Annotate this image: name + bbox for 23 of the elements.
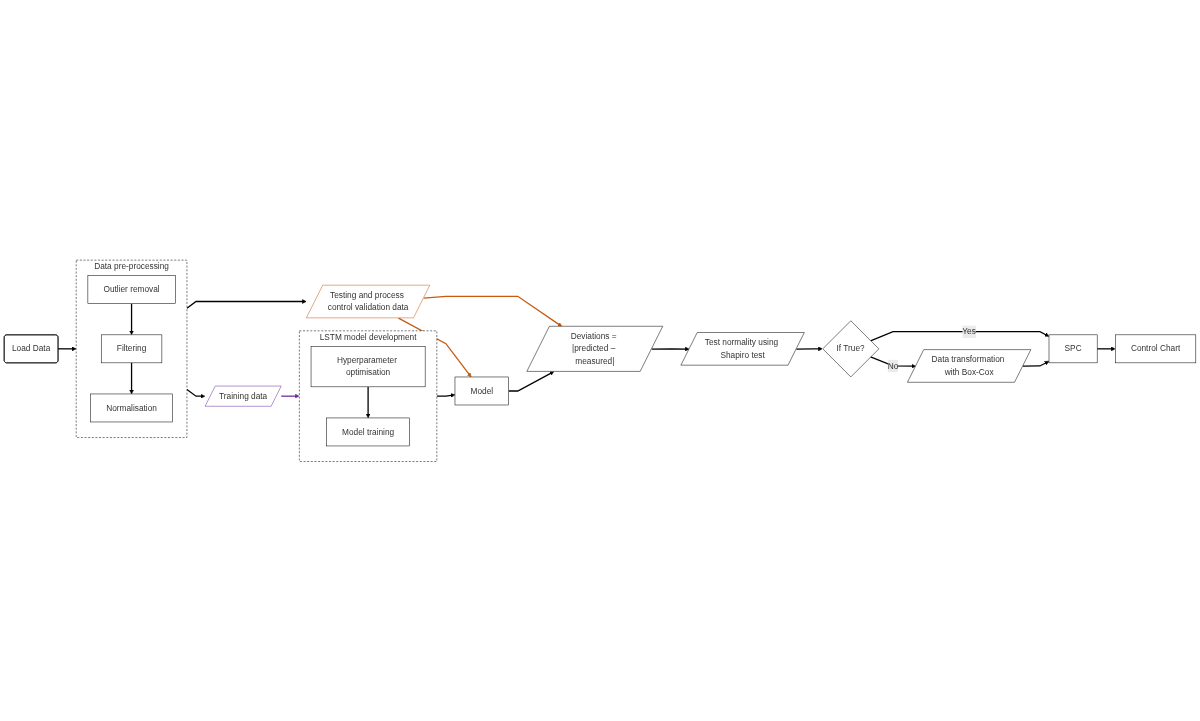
node-box: SPC [1048, 334, 1098, 363]
node-box: Outlier removal [87, 275, 176, 304]
arrow [508, 371, 555, 392]
arrow [186, 298, 307, 309]
edge-label: Yes [962, 326, 976, 336]
arrow [869, 330, 1050, 342]
edge-label: No [887, 360, 899, 370]
node-diamond: If True? [822, 320, 880, 377]
node-box: Normalisation [90, 393, 173, 422]
node-box: Filtering [101, 334, 163, 363]
node-box: Hyperparameter optimisation [310, 345, 426, 387]
arrow [365, 385, 371, 418]
arrow [186, 388, 206, 399]
node-box: Model [454, 376, 509, 405]
arrow [795, 346, 823, 351]
arrow [129, 361, 134, 394]
arrow [129, 302, 134, 335]
arrow [651, 346, 690, 351]
arrow [423, 295, 563, 327]
node-box: Model training [326, 417, 410, 446]
arrow [1022, 360, 1050, 367]
node-box: Control Chart [1115, 334, 1197, 363]
arrow [436, 392, 456, 398]
